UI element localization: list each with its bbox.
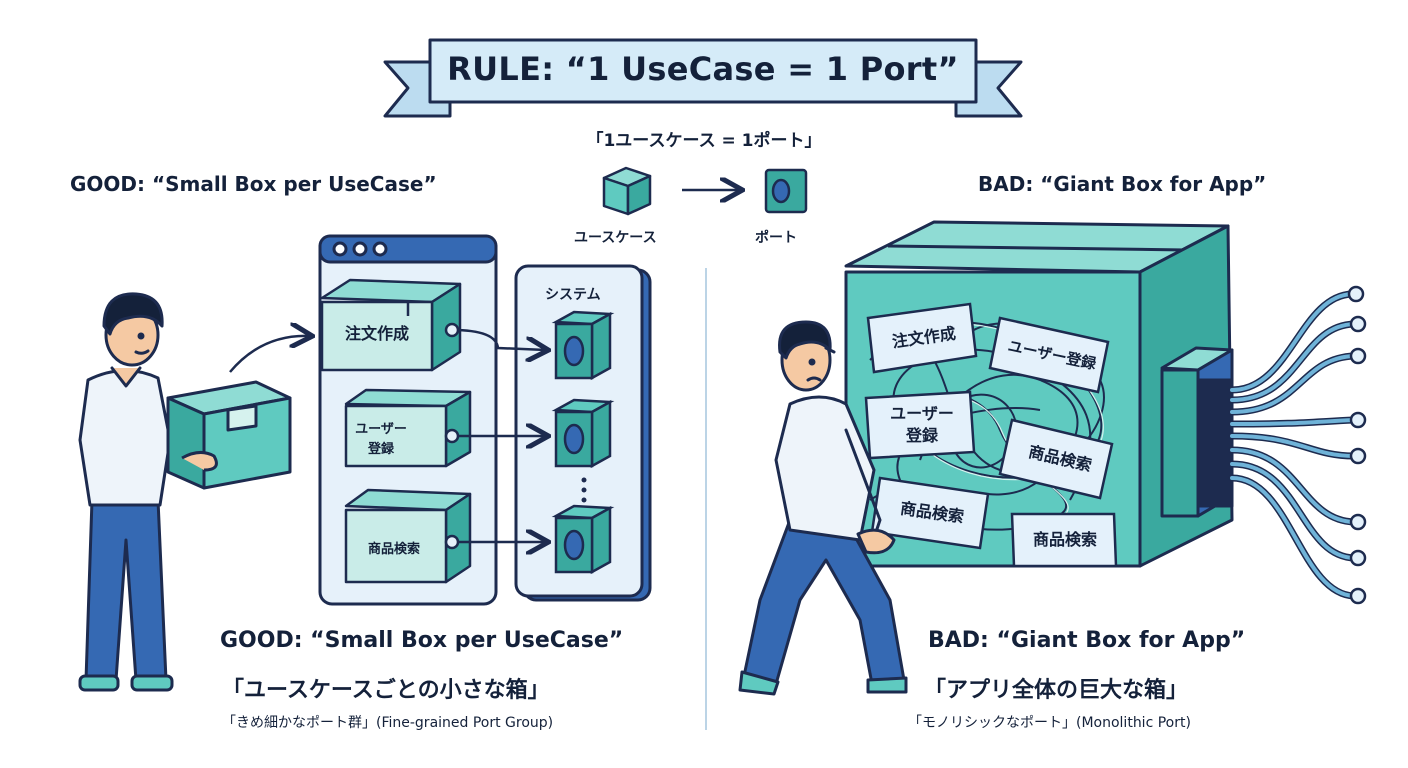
good-port-icon-2 <box>551 398 615 469</box>
legend-port-icon <box>764 168 808 214</box>
good-port-icon-3 <box>551 504 615 575</box>
bad-tag-card-3 <box>864 390 976 460</box>
bad-tag-label-6: 商品検索 <box>1032 530 1097 549</box>
good-connector-3 <box>444 536 546 548</box>
legend-port-label: ポート <box>755 230 797 246</box>
bad-tag-card-5 <box>870 476 990 550</box>
banner-title: RULE: “1 UseCase = 1 Port” <box>447 50 959 88</box>
banner-subtitle: 「1ユースケース = 1ポート」 <box>586 131 822 151</box>
bad-cables <box>1228 285 1367 605</box>
good-usecase-box-2 <box>344 388 472 468</box>
good-flow-arrow-icon <box>229 336 310 373</box>
bad-tag-label-3: ユーザー 登録 <box>890 404 954 445</box>
good-bottom-note: 「きめ細かなポート群」(Fine-grained Port Group) <box>222 715 554 731</box>
bad-monolithic-port-icon <box>1160 346 1234 518</box>
good-bottom-jp: 「ユースケースごとの小さな箱」 <box>222 678 550 703</box>
good-person-illustration <box>78 292 174 692</box>
bad-bottom-title: BAD: “Giant Box for App” <box>928 628 1246 653</box>
good-usecase-label-3: 商品検索 <box>367 542 420 557</box>
good-heading: GOOD: “Small Box per UseCase” <box>70 172 437 196</box>
good-system-label: システム <box>545 287 601 303</box>
bad-person-illustration <box>738 320 908 696</box>
good-usecase-label-1: 注文作成 <box>344 324 409 343</box>
bad-heading: BAD: “Giant Box for App” <box>978 172 1267 196</box>
good-port-icon-1 <box>551 310 615 381</box>
bad-tag-card-4 <box>998 418 1114 500</box>
title-banner <box>383 38 1023 118</box>
bad-bottom-note: 「モノリシックなポート」(Monolithic Port) <box>908 715 1191 731</box>
good-ellipsis-dots <box>581 477 587 503</box>
good-connector-2 <box>444 430 546 442</box>
legend-usecase-label: ユースケース <box>574 230 657 246</box>
bad-bottom-jp: 「アプリ全体の巨大な箱」 <box>924 678 1189 703</box>
legend-usecase-cube-icon <box>602 166 652 216</box>
bad-tag-card-6 <box>1010 512 1118 568</box>
good-usecase-label-2: ユーザー 登録 <box>355 422 407 457</box>
good-carried-box-illustration <box>166 380 292 490</box>
good-bottom-title: GOOD: “Small Box per UseCase” <box>220 628 624 653</box>
bad-tag-card-1 <box>866 302 978 374</box>
bad-tag-card-2 <box>988 316 1110 394</box>
good-connector-1 <box>444 322 546 350</box>
